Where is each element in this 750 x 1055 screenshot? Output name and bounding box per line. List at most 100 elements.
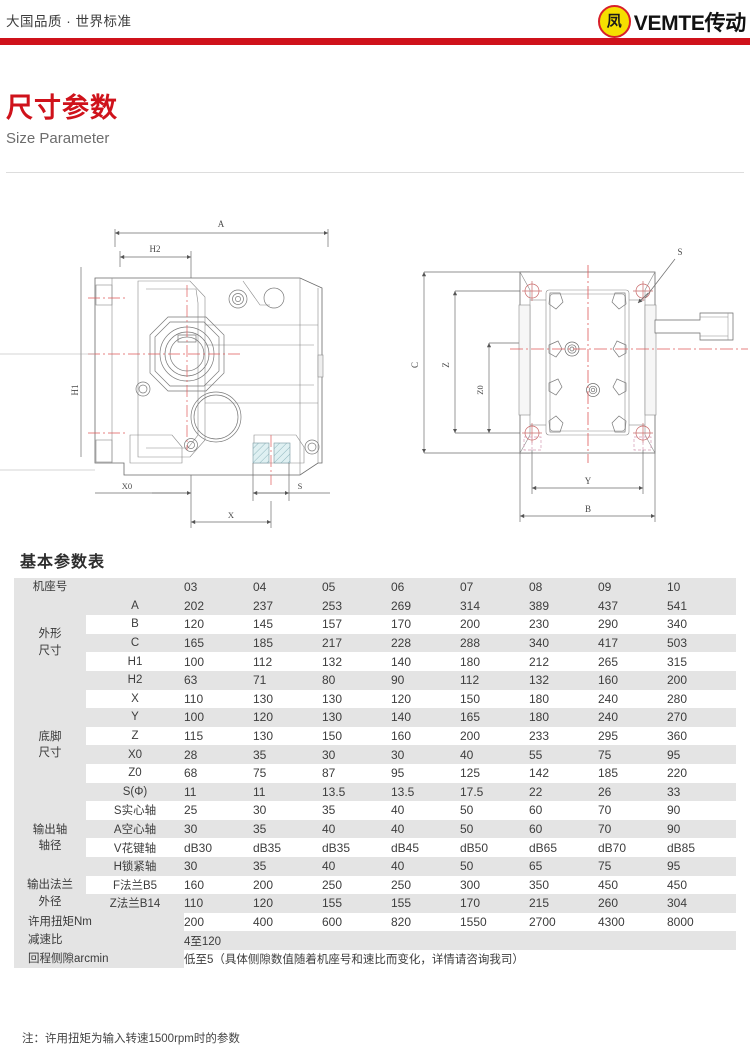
column-header-03: 03 [184,578,253,597]
cell-Z法兰B14-07: 170 [460,894,529,913]
cell-S实心轴-04: 30 [253,801,322,820]
cell-X-07: 150 [460,689,529,709]
cell-C-05: 217 [322,633,391,653]
cell-Z-05: 150 [322,726,391,746]
cell-X0-07: 40 [460,745,529,764]
cell-V花键轴-09: dB70 [598,838,667,857]
cell-Z-08: 233 [529,726,598,746]
cell-A空心轴-06: 40 [391,819,460,839]
cell-S实心轴-09: 70 [598,801,667,820]
cell-V花键轴-08: dB65 [529,838,598,857]
cell-S(Φ)-10: 33 [667,782,736,802]
column-header-10: 10 [667,578,736,597]
group-label-3: 输出法兰外径 [14,875,86,913]
cell-A-08: 389 [529,596,598,616]
cell-S(Φ)-08: 22 [529,782,598,802]
cell-X0-08: 55 [529,745,598,764]
cell-B-05: 157 [322,615,391,634]
cell-许用扭矩Nm-09: 4300 [598,912,667,932]
title-divider [6,172,744,173]
cell-X-03: 110 [184,689,253,709]
cell-Z-07: 200 [460,726,529,746]
cell-H2-08: 132 [529,670,598,690]
cell-A-06: 269 [391,596,460,616]
cell-Z法兰B14-10: 304 [667,894,736,913]
cell-S实心轴-06: 40 [391,801,460,820]
cell-许用扭矩Nm-05: 600 [322,912,391,932]
cell-Z法兰B14-03: 110 [184,894,253,913]
column-header-05: 05 [322,578,391,597]
cell-许用扭矩Nm-08: 2700 [529,912,598,932]
cell-S(Φ)-03: 11 [184,782,253,802]
company-tagline: 大国品质 · 世界标准 [6,14,132,29]
cell-X-10: 280 [667,689,736,709]
cell-Z-09: 295 [598,726,667,746]
gearbox-front-view: A H2 H1 [0,219,330,528]
cell-X0-05: 30 [322,745,391,764]
cell-C-06: 228 [391,633,460,653]
header-spacer [86,578,184,597]
cell-V花键轴-05: dB35 [322,838,391,857]
group-label-1: 底脚尺寸 [14,689,86,802]
row-label-Z: Z [86,726,184,746]
brand-name-label: VEMTE传动 [633,11,747,35]
cell-Y-08: 180 [529,708,598,727]
row-label-F法兰B5: F法兰B5 [86,875,184,895]
row-label-Z法兰B14: Z法兰B14 [86,894,184,913]
cell-X0-04: 35 [253,745,322,764]
cell-H1-06: 140 [391,652,460,671]
cell-A-10: 541 [667,596,736,616]
cell-H2-04: 71 [253,670,322,690]
cell-X-05: 130 [322,689,391,709]
group-label-line: 尺寸 [38,645,62,658]
cell-Z-06: 160 [391,726,460,746]
cell-X-04: 130 [253,689,322,709]
cell-F法兰B5-07: 300 [460,875,529,895]
cell-B-09: 290 [598,615,667,634]
cell-X0-10: 95 [667,745,736,764]
cell-F法兰B5-09: 450 [598,875,667,895]
cell-A-09: 437 [598,596,667,616]
row-label-X0: X0 [86,745,184,764]
group-label-line: 轴径 [38,840,62,853]
cell-C-09: 417 [598,633,667,653]
page-title-block: 尺寸参数 Size Parameter [6,93,118,147]
cell-H锁紧轴-08: 65 [529,856,598,876]
cell-许用扭矩Nm-07: 1550 [460,912,529,932]
dim-label-Z: Z [441,362,451,368]
group-label-line: 外径 [38,896,62,909]
cell-Z-03: 115 [184,726,253,746]
cell-Z0-07: 125 [460,763,529,783]
cell-C-08: 340 [529,633,598,653]
cell-Y-04: 120 [253,708,322,727]
cell-H1-08: 212 [529,652,598,671]
cell-S(Φ)-09: 26 [598,782,667,802]
cell-Z法兰B14-09: 260 [598,894,667,913]
page-subtitle: Size Parameter [6,130,110,148]
cell-H1-07: 180 [460,652,529,671]
cell-H2-07: 112 [460,670,529,690]
cell-A-04: 237 [253,596,322,616]
cell-F法兰B5-08: 350 [529,875,598,895]
row-label-A: A [86,596,184,616]
row-label-V花键轴: V花键轴 [86,838,184,857]
page-header: 大国品质 · 世界标准 凤 VEMTE传动 [0,0,750,52]
cell-H2-10: 200 [667,670,736,690]
cell-A空心轴-10: 90 [667,819,736,839]
row-label-H锁紧轴: H锁紧轴 [86,856,184,876]
cell-H锁紧轴-09: 75 [598,856,667,876]
cell-S实心轴-08: 60 [529,801,598,820]
row-label-Z0: Z0 [86,763,184,783]
header-label: 机座号 [14,578,86,597]
cell-许用扭矩Nm-03: 200 [184,912,253,932]
